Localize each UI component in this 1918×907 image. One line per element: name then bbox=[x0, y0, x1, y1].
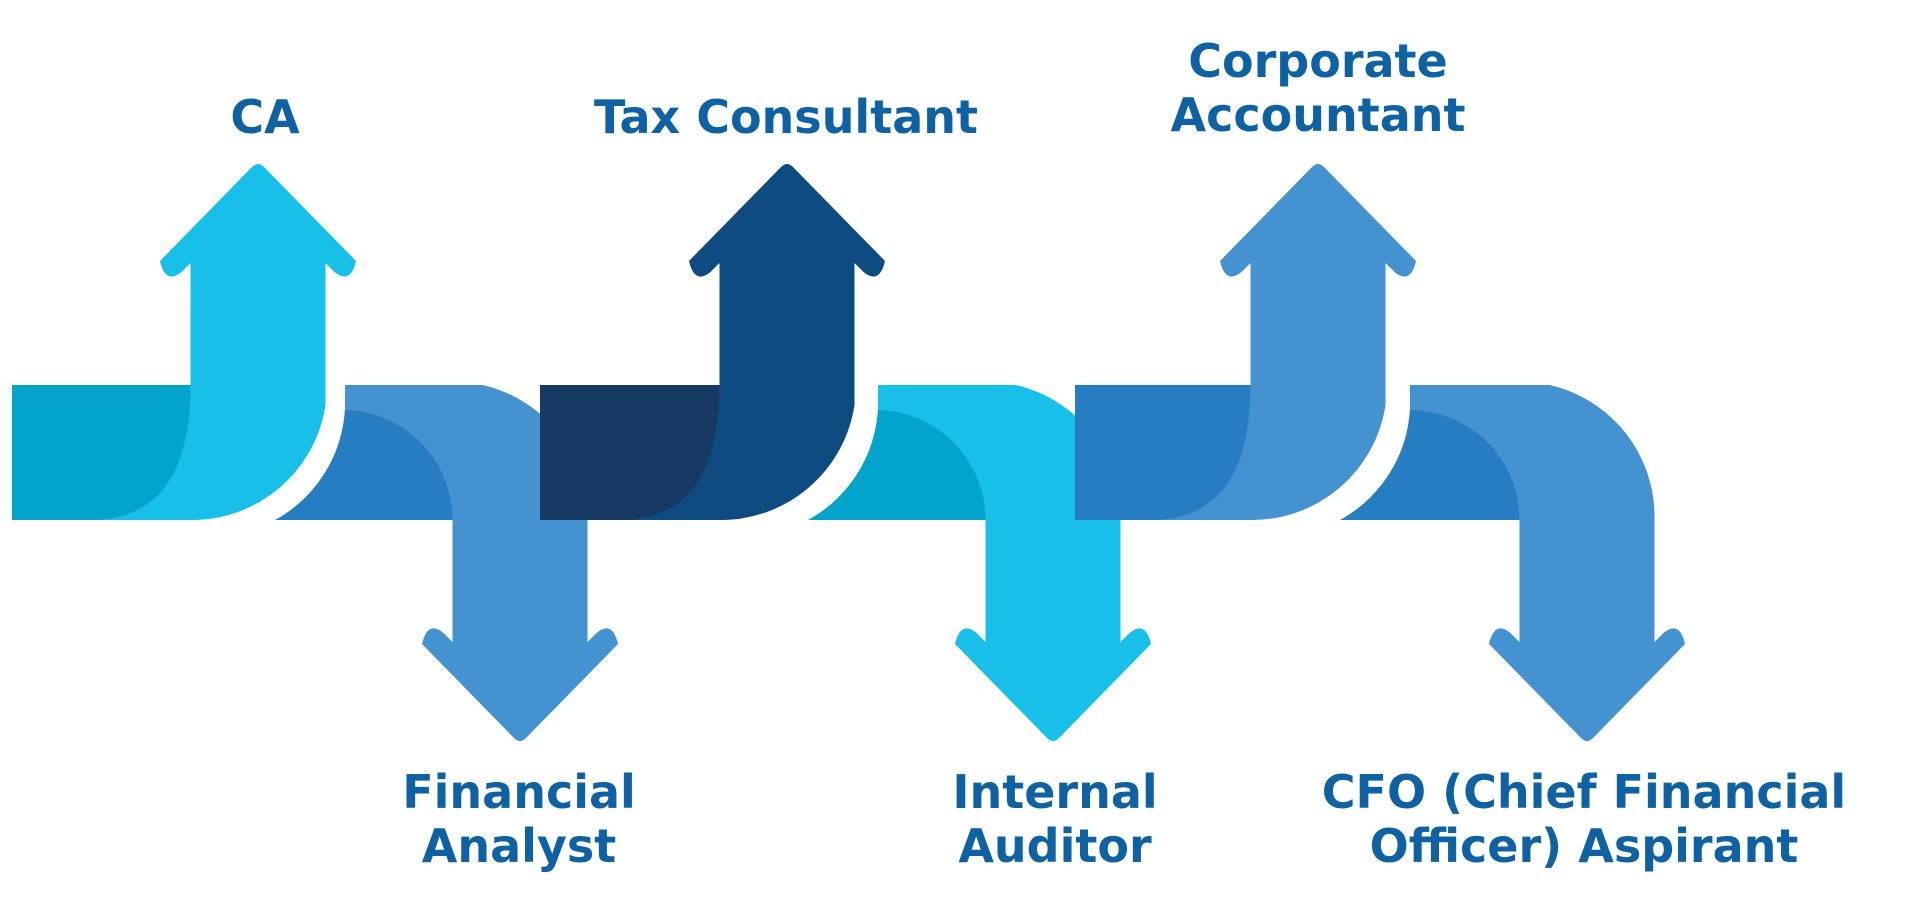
arrow-up-5 bbox=[1150, 164, 1416, 521]
label-corporate-accountant-line-2: Accountant bbox=[1170, 88, 1466, 142]
label-financial-analyst-line-2: Analyst bbox=[421, 819, 617, 873]
label-cfo-aspirant: CFO (Chief Financial Officer) Aspirant bbox=[1322, 765, 1846, 873]
label-ca: CA bbox=[230, 90, 299, 144]
label-internal-auditor-line-2: Auditor bbox=[958, 819, 1152, 873]
arrow-up-1 bbox=[90, 164, 356, 521]
arrow-down-6 bbox=[1410, 385, 1685, 741]
band-in-5 bbox=[1075, 385, 1251, 520]
label-corporate-accountant-line-1: Corporate bbox=[1188, 34, 1448, 88]
label-cfo-aspirant-line-2: Officer) Aspirant bbox=[1369, 819, 1799, 873]
band-in-3 bbox=[540, 385, 720, 520]
label-cfo-aspirant-line-1: CFO (Chief Financial bbox=[1321, 765, 1847, 819]
label-tax-consultant: Tax Consultant bbox=[594, 90, 978, 144]
label-financial-analyst-line-1: Financial bbox=[402, 765, 636, 819]
label-internal-auditor: Internal Auditor bbox=[952, 765, 1157, 873]
label-ca-line-1: CA bbox=[230, 90, 300, 144]
band-in-1 bbox=[12, 385, 191, 520]
label-corporate-accountant: Corporate Accountant bbox=[1170, 34, 1465, 142]
arrow-up-3 bbox=[619, 164, 885, 521]
label-tax-consultant-line-1: Tax Consultant bbox=[594, 90, 978, 144]
label-internal-auditor-line-1: Internal bbox=[952, 765, 1158, 819]
label-financial-analyst: Financial Analyst bbox=[402, 765, 636, 873]
